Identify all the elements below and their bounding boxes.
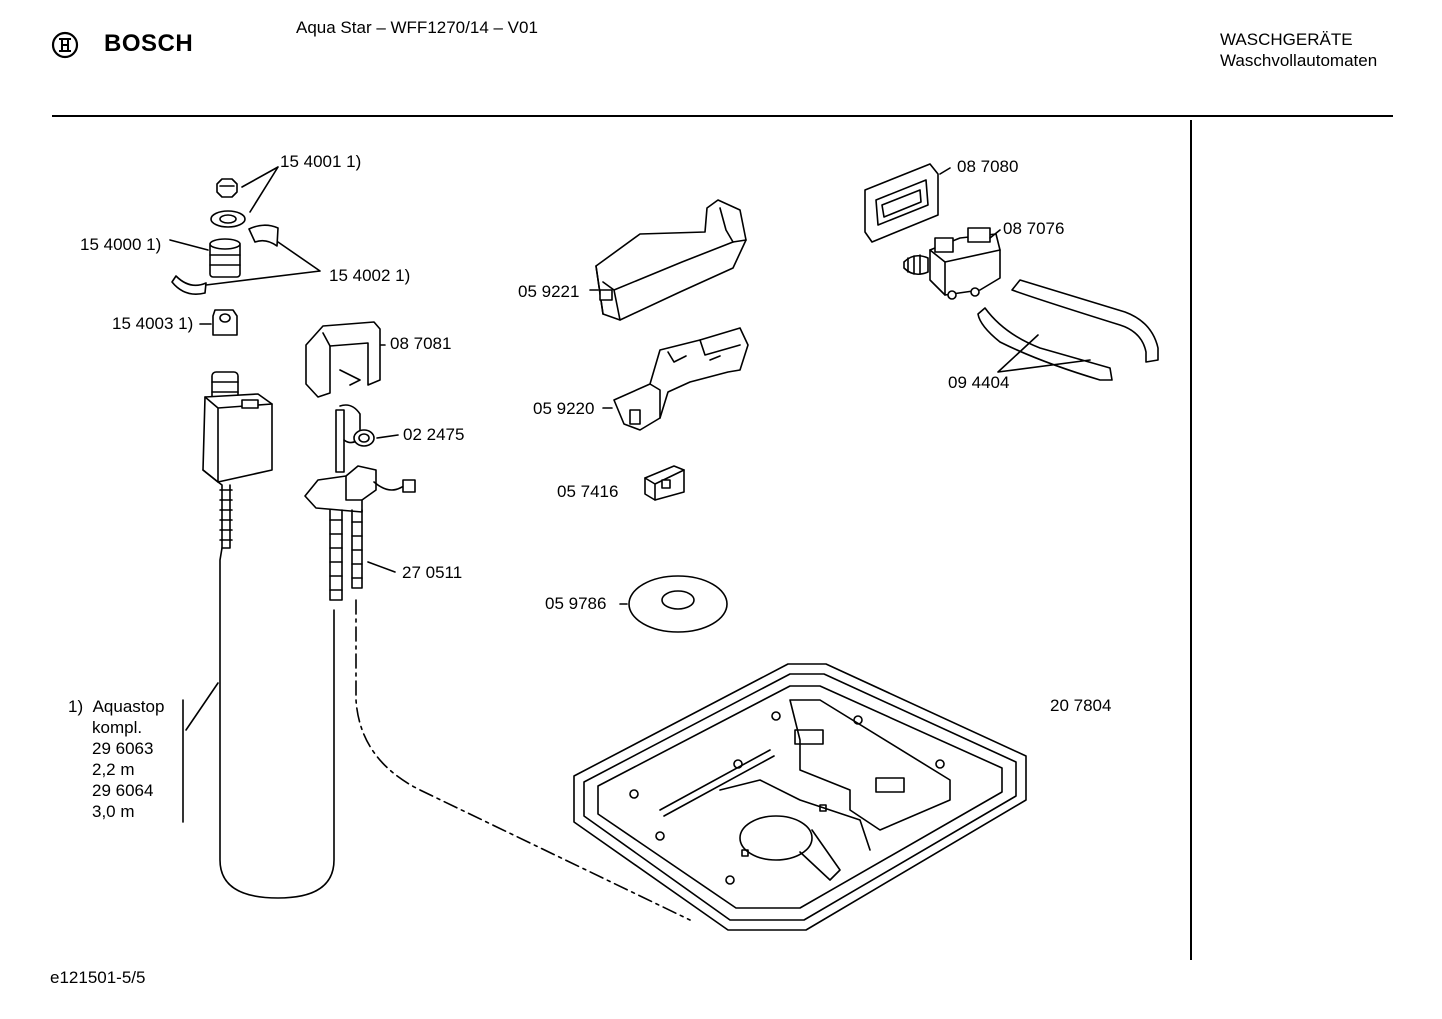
part-clip-top <box>248 224 279 247</box>
part-inlet-assembly <box>304 404 416 601</box>
part-label-059786: 05 9786 <box>545 594 607 613</box>
part-connector <box>209 238 241 278</box>
part-connector-057416 <box>644 465 685 501</box>
part-label-207804: 20 7804 <box>1050 696 1112 715</box>
part-handle-059221 <box>595 199 747 321</box>
part-base-207804 <box>573 663 1027 931</box>
part-cover-087081 <box>305 321 381 398</box>
part-end-cap <box>212 309 238 336</box>
part-label-059220: 05 9220 <box>533 399 595 418</box>
header-divider <box>52 115 1393 117</box>
aquastop-footnote: 1) Aquastop kompl. 29 6063 2,2 m 29 6064… <box>68 696 164 822</box>
part-label-094404: 09 4404 <box>948 373 1010 392</box>
category-subtitle: Waschvollautomaten <box>1220 51 1378 70</box>
part-label-087080: 08 7080 <box>957 157 1019 176</box>
footnote-line-3: 29 6063 <box>92 739 154 758</box>
part-valve-087076 <box>903 227 1001 300</box>
part-label-087076: 08 7076 <box>1003 219 1065 238</box>
brand-name: BOSCH <box>104 30 194 57</box>
footnote-line-4: 2,2 m <box>92 760 135 779</box>
category-title: WASCHGERÄTE <box>1220 30 1353 49</box>
part-seal-087080 <box>864 163 939 243</box>
part-bracket-059220 <box>613 327 749 431</box>
part-label-154002: 15 4002 1) <box>329 266 411 285</box>
part-label-059221: 05 9221 <box>518 282 580 301</box>
part-label-087081: 08 7081 <box>390 334 452 353</box>
document-code: e121501-5/5 <box>50 968 146 987</box>
part-cap-nut <box>216 178 238 198</box>
footnote-line-5: 29 6064 <box>92 781 154 800</box>
part-disc-059786 <box>628 575 728 633</box>
footnote-marker: 1) <box>68 697 84 716</box>
document-title: Aqua Star – WFF1270/14 – V01 <box>296 18 538 37</box>
footnote-line-2: kompl. <box>92 718 143 737</box>
part-label-154003: 15 4003 1) <box>112 314 194 333</box>
bosch-logo-icon <box>51 31 79 59</box>
footnote-line-1: Aquastop <box>92 697 165 716</box>
part-label-057416: 05 7416 <box>557 482 619 501</box>
part-clip-bottom <box>171 275 207 295</box>
part-aquastop-valve <box>202 371 335 899</box>
part-label-270511: 27 0511 <box>402 563 463 582</box>
part-label-154001: 15 4001 1) <box>280 152 362 171</box>
part-washer <box>210 210 246 228</box>
footnote-line-6: 3,0 m <box>92 802 135 821</box>
side-divider <box>1190 120 1192 960</box>
part-label-022475: 02 2475 <box>403 425 465 444</box>
part-label-154000: 15 4000 1) <box>80 235 162 254</box>
